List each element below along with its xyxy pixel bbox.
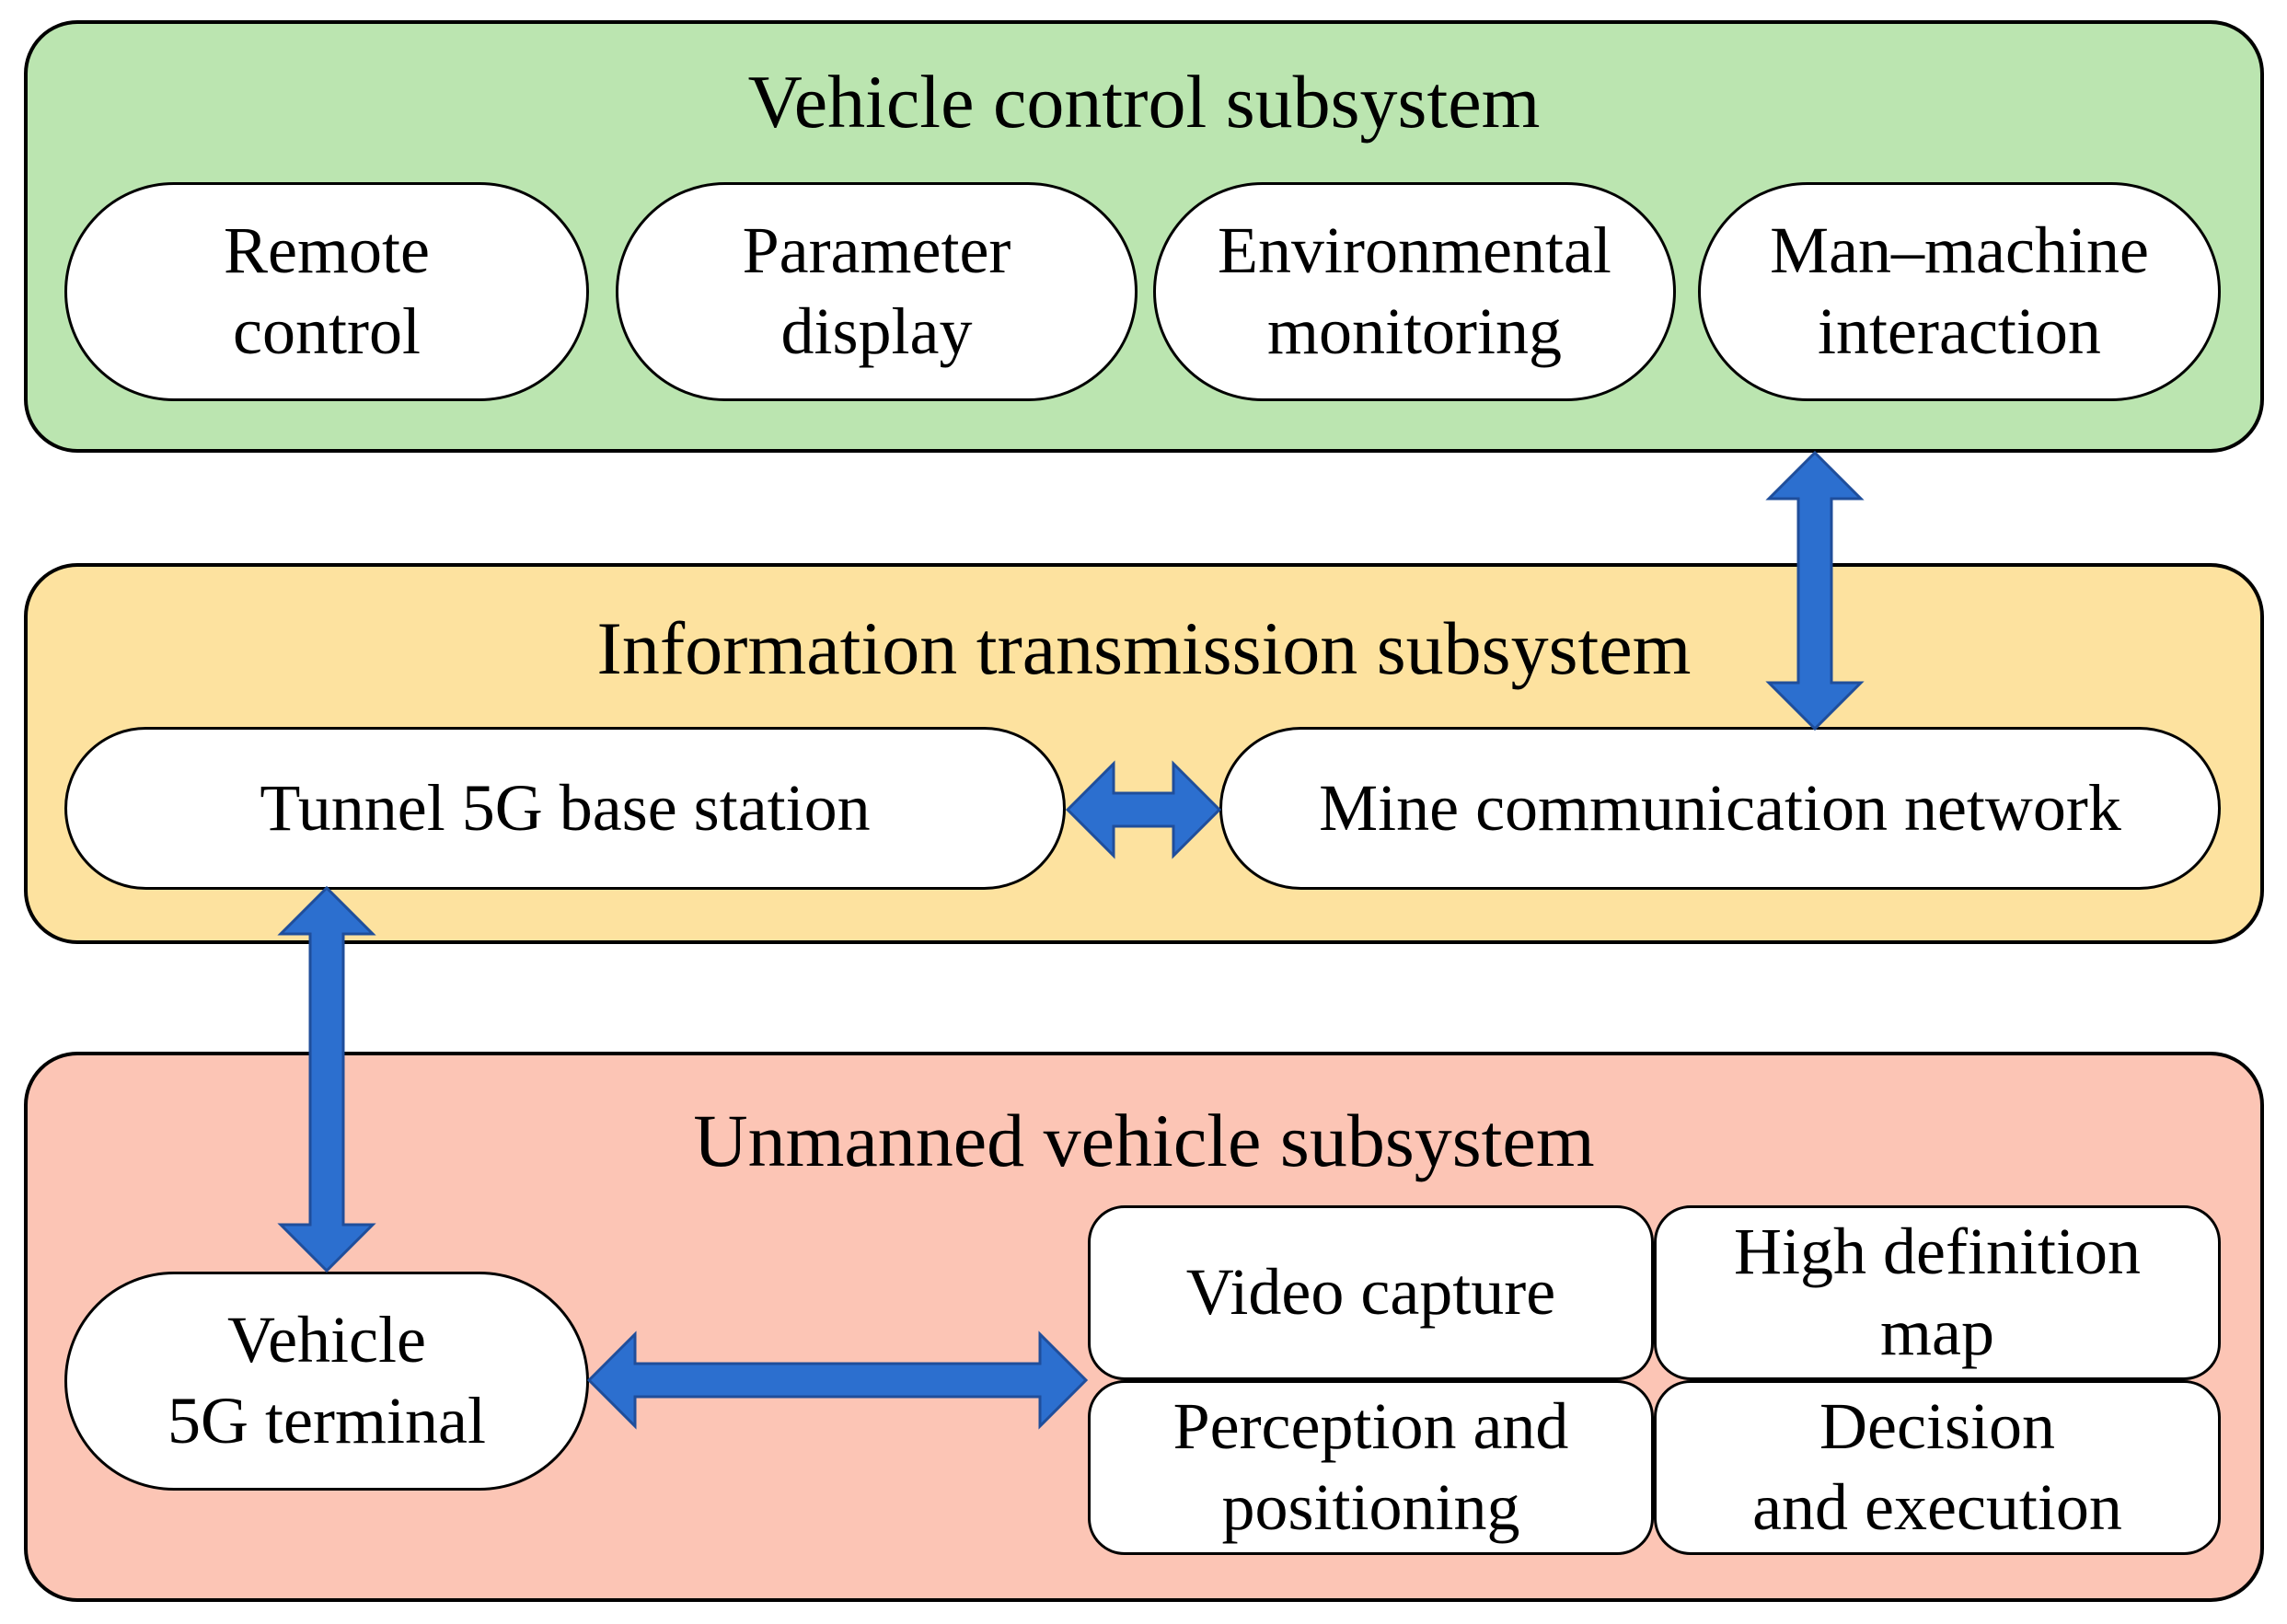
- perception-positioning-module: Perception and positioning: [1088, 1380, 1654, 1555]
- high-definition-map-module: High definition map: [1654, 1205, 2221, 1380]
- environmental-monitoring-module: Environmental monitoring: [1153, 182, 1676, 401]
- decision-execution-module: Decision and execution: [1654, 1380, 2221, 1555]
- tunnel-5g-base-station: Tunnel 5G base station: [64, 727, 1066, 890]
- remote-control-module: Remote control: [64, 182, 589, 401]
- vehicle-5g-terminal: Vehicle 5G terminal: [64, 1272, 589, 1491]
- video-capture-module: Video capture: [1088, 1205, 1654, 1380]
- arrow-control-to-network: [1765, 450, 1865, 731]
- mine-communication-network: Mine communication network: [1219, 727, 2221, 890]
- arrow-terminal-to-modules: [586, 1330, 1089, 1430]
- arrow-base-station-to-terminal: [277, 885, 376, 1273]
- unmanned-vehicle-title: Unmanned vehicle subsystem: [693, 1099, 1595, 1182]
- arrow-base-station-to-network: [1065, 760, 1222, 859]
- vehicle-control-title: Vehicle control subsystem: [747, 60, 1541, 144]
- information-transmission-title: Information transmission subsystem: [596, 606, 1692, 690]
- man-machine-interaction-module: Man–machine interaction: [1698, 182, 2221, 401]
- parameter-display-module: Parameter display: [616, 182, 1138, 401]
